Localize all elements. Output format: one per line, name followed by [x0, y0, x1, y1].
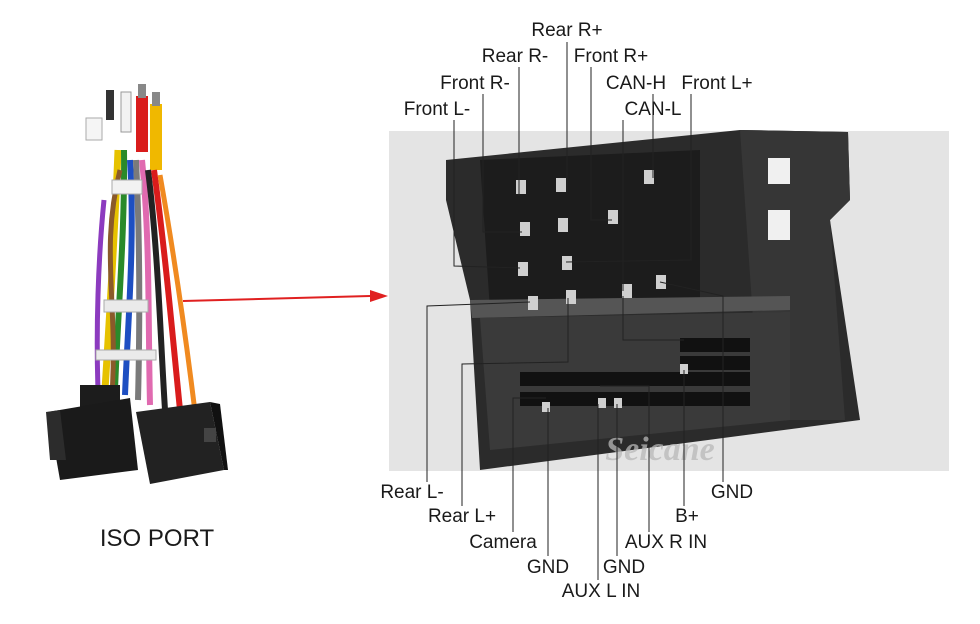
label-aux-r-in: AUX R IN [625, 532, 707, 553]
labels-bottom: Rear L- Rear L+ Camera GND AUX L IN GND … [380, 482, 753, 602]
label-gnd-3: GND [711, 482, 753, 503]
leader-lines-bottom [426, 281, 724, 580]
label-front-r-minus: Front R- [440, 73, 510, 94]
label-front-l-plus: Front L+ [681, 73, 752, 94]
label-front-l-minus: Front L- [404, 99, 471, 120]
iso-harness-image [46, 84, 228, 484]
leader-lines-top [453, 42, 692, 291]
label-rear-r-plus: Rear R+ [531, 20, 602, 41]
label-gnd-1: GND [527, 557, 569, 578]
label-aux-l-in: AUX L IN [562, 581, 641, 602]
seicane-watermark: Seicane [605, 431, 715, 468]
label-can-h: CAN-H [606, 73, 666, 94]
label-front-r-plus: Front R+ [574, 46, 648, 67]
label-rear-l-plus: Rear L+ [428, 506, 496, 527]
label-camera: Camera [469, 532, 537, 553]
connector-photo: Seicane [389, 130, 949, 471]
label-gnd-2: GND [603, 557, 645, 578]
pointer-arrow [182, 290, 388, 302]
label-can-l: CAN-L [624, 99, 681, 120]
iso-port-caption: ISO PORT [100, 525, 215, 552]
label-rear-l-minus: Rear L- [380, 482, 443, 503]
labels-top: Rear R+ Rear R- Front R+ Front R- CAN-H … [404, 20, 753, 120]
label-b-plus: B+ [675, 506, 699, 527]
label-rear-r-minus: Rear R- [482, 46, 549, 67]
